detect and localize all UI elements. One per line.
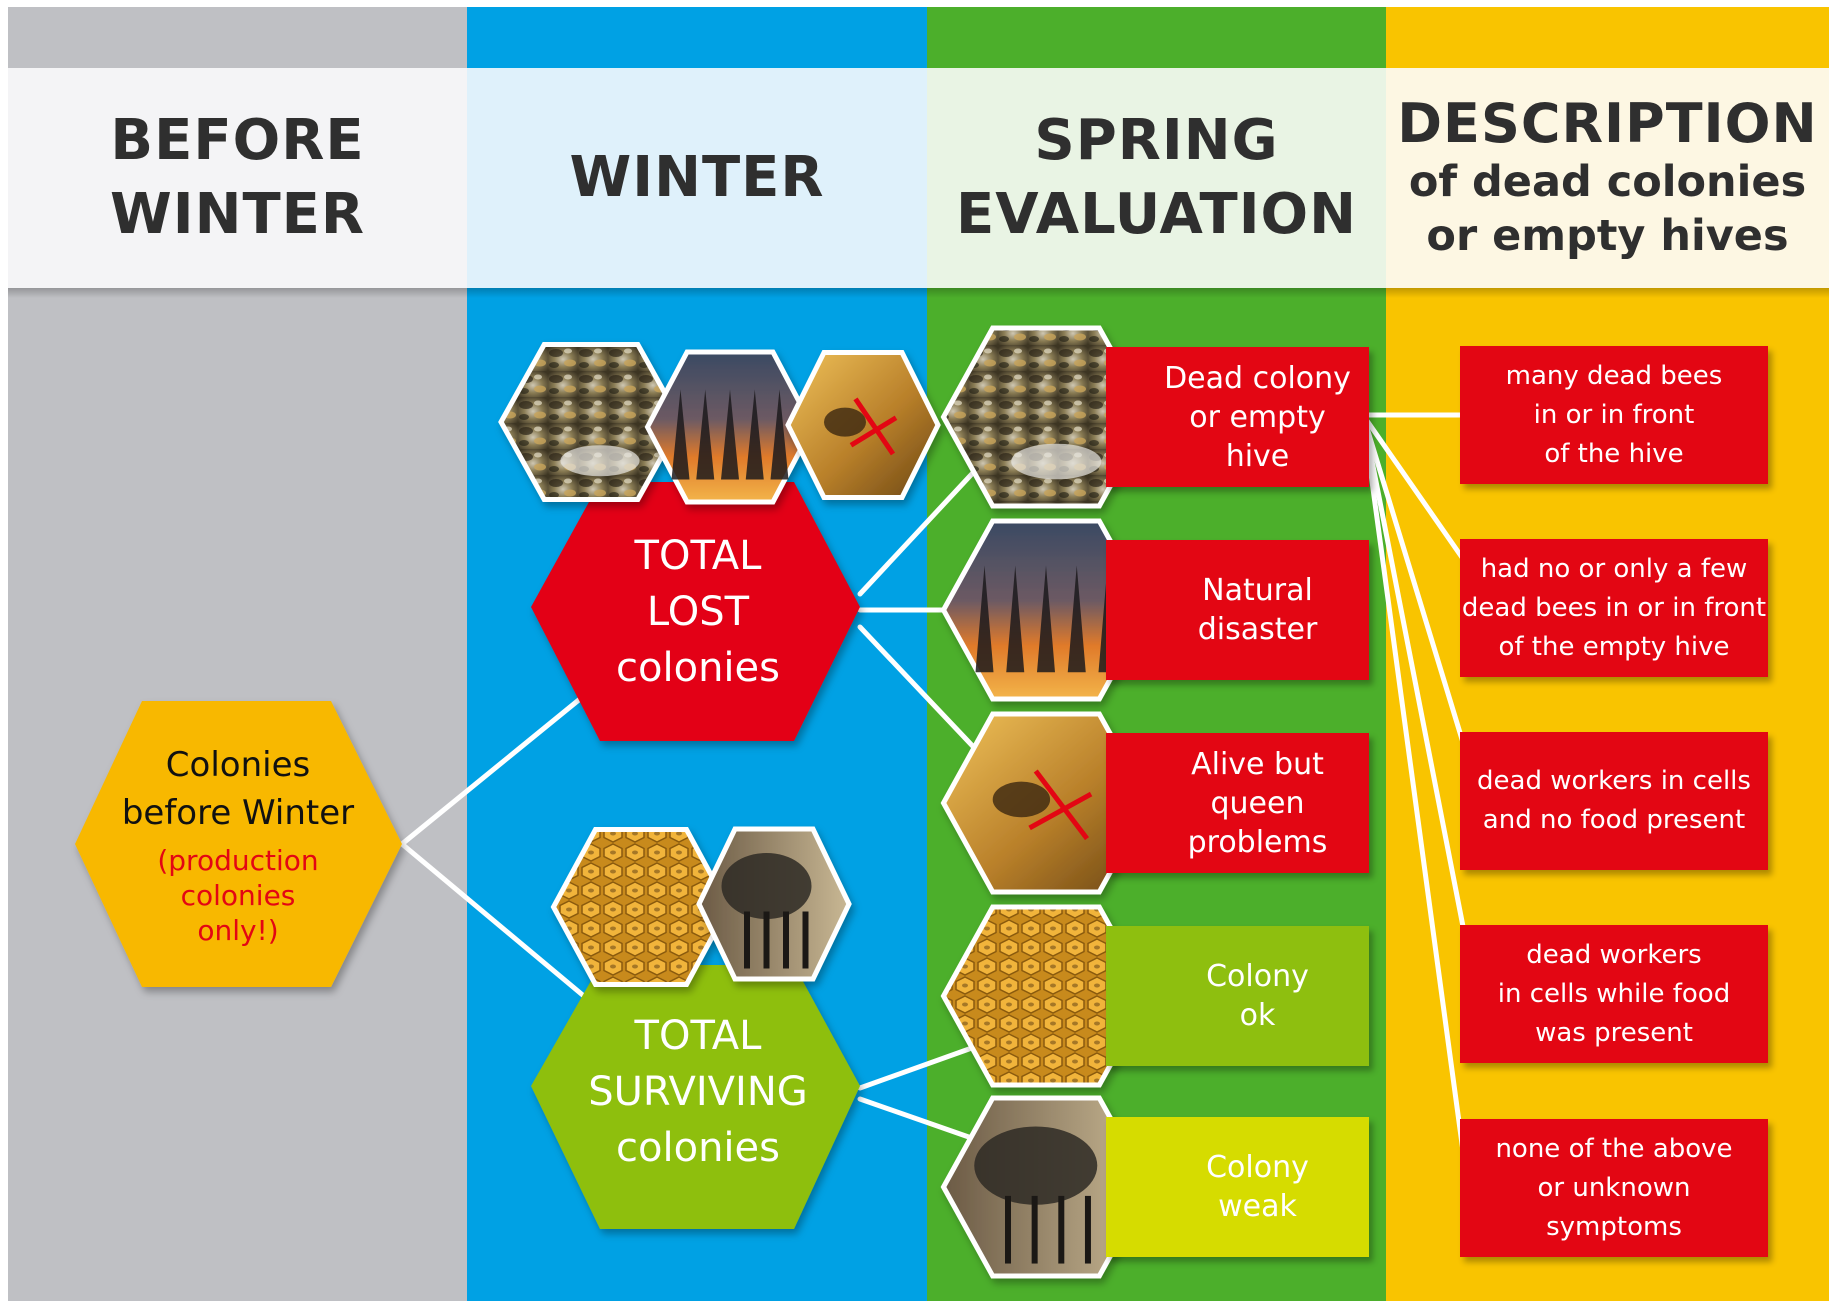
lost-node-label: TOTAL LOST colonies xyxy=(568,512,828,712)
description-line: of the hive xyxy=(1544,438,1684,469)
queen-crossed-photo xyxy=(785,350,941,500)
weak-frame-photo xyxy=(696,826,852,982)
connector-lost-to-dead xyxy=(857,459,986,597)
lost-hexagon xyxy=(531,482,860,741)
header-winter: WINTER xyxy=(467,68,927,288)
connector-dead-to-desc-2 xyxy=(1360,412,1471,569)
description-box: had no or only a few dead bees in or in f… xyxy=(1460,539,1768,677)
diagram-svg xyxy=(75,325,1471,1279)
description-line: none of the above xyxy=(1495,1133,1733,1164)
spring-outcome-line: Dead colony xyxy=(1164,360,1351,396)
spring-outcome-line: problems xyxy=(1187,824,1328,860)
header-description-line2: of dead colonies xyxy=(1408,157,1807,207)
description-line: of the empty hive xyxy=(1498,631,1730,662)
header-shadow xyxy=(8,288,1829,298)
description-box: many dead bees in or in front of the hive xyxy=(1460,346,1768,484)
description-line: symptoms xyxy=(1546,1211,1682,1242)
spring-outcome-line: queen xyxy=(1210,785,1305,821)
description-line: dead workers in cells xyxy=(1477,766,1751,796)
connector-dead-to-desc-4 xyxy=(1360,412,1471,955)
connector-lost-to-queen xyxy=(857,624,986,760)
header-spring-evaluation: SPRING EVALUATION xyxy=(927,68,1386,288)
header-before-winter-line1: BEFORE xyxy=(110,108,365,173)
start-node-note3: only!) xyxy=(197,914,279,947)
description-line: was present xyxy=(1535,1017,1693,1048)
header-before-winter-line2: WINTER xyxy=(109,182,366,247)
description-line: or unknown xyxy=(1537,1172,1691,1203)
connector-surviving-to-weak xyxy=(857,1096,986,1145)
spring-outcome-line: disaster xyxy=(1197,612,1318,647)
connector-start-to-lost xyxy=(399,687,594,847)
description-line: had no or only a few xyxy=(1480,553,1748,584)
surviving-node-line2: SURVIVING xyxy=(588,1069,808,1115)
lost-node-line1: TOTAL xyxy=(634,533,762,579)
description-line: and no food present xyxy=(1482,805,1746,835)
header-winter-title: WINTER xyxy=(569,145,825,210)
start-hexagon xyxy=(75,701,402,987)
start-node-line1: Colonies xyxy=(165,745,311,785)
start-node-line2: before Winter xyxy=(121,793,355,833)
start-node-note1: (production xyxy=(157,844,319,877)
connector-start-to-surviving xyxy=(399,841,594,1005)
surviving-node-line1: TOTAL xyxy=(634,1013,762,1059)
connector-dead-to-desc-3 xyxy=(1360,412,1471,762)
spring-outcome-box: Colony ok xyxy=(1106,926,1369,1066)
spring-outcome-line: or empty xyxy=(1189,399,1326,435)
spring-outcome-box: Natural disaster xyxy=(1106,540,1369,680)
description-box: dead workers in cells and no food present xyxy=(1460,732,1768,870)
lost-node-line2: LOST xyxy=(646,589,750,635)
description-line: dead workers xyxy=(1526,939,1702,970)
spring-outcome-line: Natural xyxy=(1202,573,1313,608)
header-description: DESCRIPTION of dead colonies or empty hi… xyxy=(1386,68,1829,288)
spring-outcome-line: ok xyxy=(1239,998,1276,1033)
description-box: none of the above or unknown symptoms xyxy=(1460,1119,1768,1257)
description-line: dead bees in or in front xyxy=(1461,592,1767,623)
description-line: in or in front xyxy=(1533,399,1695,430)
connector-surviving-to-ok xyxy=(857,1041,986,1091)
spring-outcome-line: Colony xyxy=(1206,959,1309,994)
dead-bees-photo xyxy=(498,342,684,502)
description-line: many dead bees xyxy=(1505,360,1723,391)
header-before-winter: BEFORE WINTER xyxy=(8,68,467,288)
spring-outcome-line: Alive but xyxy=(1191,746,1324,782)
dead-bees-photo xyxy=(940,325,1152,509)
spring-outcome-line: hive xyxy=(1225,438,1290,474)
spring-outcome-box: Colony weak xyxy=(1106,1117,1369,1257)
surviving-node-line3: colonies xyxy=(616,1125,780,1171)
start-node-note2: colonies xyxy=(180,879,296,912)
surviving-node-label: TOTAL SURVIVING colonies xyxy=(568,992,828,1192)
header-description-line3: or empty hives xyxy=(1426,211,1789,261)
header-description-title: DESCRIPTION xyxy=(1397,92,1818,155)
spring-outcome-line: weak xyxy=(1218,1189,1297,1224)
header-spring-line2: EVALUATION xyxy=(955,182,1358,247)
header-spring-line1: SPRING xyxy=(1034,108,1279,173)
description-box: dead workers in cells while food was prese… xyxy=(1460,925,1768,1063)
spring-outcome-line: Colony xyxy=(1206,1150,1309,1185)
diagram-canvas: BEFORE WINTER WINTER SPRING EVALUATION DES… xyxy=(8,7,1829,1301)
forest-fire-photo xyxy=(644,349,816,505)
connector-dead-to-desc-5 xyxy=(1360,412,1471,1191)
lost-node-line3: colonies xyxy=(616,645,780,691)
description-line: in cells while food xyxy=(1497,978,1731,1009)
surviving-hexagon xyxy=(531,965,860,1229)
